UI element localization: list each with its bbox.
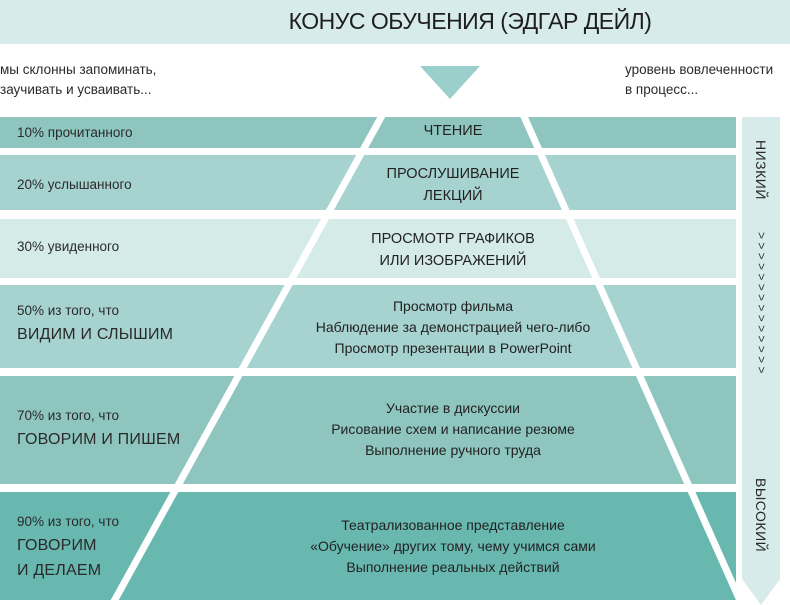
row-1-label: 10% прочитанного [17, 125, 132, 140]
activity: ИЛИ ИЗОБРАЖЕНИЙ [379, 253, 527, 269]
activity: «Обучение» других тому, чему учимся сами [310, 538, 596, 554]
row-3-percent: 30% увиденного [17, 239, 120, 254]
chevron-icons: > > > > > > > > > > > > > > [754, 232, 769, 374]
scale-chevrons: > > > > > > > > > > > > > > [742, 232, 780, 378]
row-5-label: 70% из того, что ГОВОРИМ И ПИШЕМ [17, 408, 180, 449]
row-6-emphasis: ГОВОРИМ [17, 537, 97, 554]
row-4-percent: 50% из того, что [17, 303, 120, 318]
row-5-activities: Участие в дискуссии Рисование схем и нап… [250, 398, 656, 461]
row-5-percent: 70% из того, что [17, 408, 120, 423]
activity: ЛЕКЦИЙ [423, 188, 483, 204]
row-6-emphasis-2: И ДЕЛАЕМ [17, 562, 102, 579]
activity: Наблюдение за демонстрацией чего-либо [315, 319, 591, 335]
down-triangle-icon [420, 66, 480, 99]
scale-low-text: НИЗКИЙ [753, 140, 769, 200]
retention-intro: мы склонны запоминать, заучивать и усваи… [0, 60, 156, 100]
diagram-title: КОНУС ОБУЧЕНИЯ (ЭДГАР ДЕЙЛ) [288, 8, 652, 34]
activity: Рисование схем и написание резюме [331, 421, 575, 437]
row-1-percent: 10% прочитанного [17, 125, 133, 140]
engagement-intro: уровень вовлеченности в процесс... [625, 60, 773, 100]
activity: Просмотр фильма [392, 298, 514, 314]
retention-intro-line1: мы склонны запоминать, [0, 62, 157, 77]
row-5-emphasis: ГОВОРИМ И ПИШЕМ [17, 431, 181, 448]
band-row-2 [0, 155, 736, 210]
row-2-activities: ПРОСЛУШИВАНИЕ ЛЕКЦИЙ [330, 163, 576, 207]
band-row-5 [0, 376, 736, 484]
engagement-intro-line1: уровень вовлеченности [625, 62, 774, 77]
row-3-activities: ПРОСМОТР ГРАФИКОВ ИЛИ ИЗОБРАЖЕНИЙ [310, 228, 596, 272]
activity: ПРОСЛУШИВАНИЕ [386, 166, 520, 182]
scale-high-label: ВЫСОКИЙ [742, 478, 780, 555]
activity: ПРОСМОТР ГРАФИКОВ [371, 231, 535, 247]
row-6-label: 90% из того, что ГОВОРИМ И ДЕЛАЕМ [17, 514, 119, 580]
row-2-label: 20% услышанного [17, 177, 132, 192]
engagement-intro-line2: в процесс... [625, 82, 699, 97]
activity: Выполнение реальных действий [346, 559, 560, 575]
retention-intro-line2: заучивать и усваивать... [0, 82, 152, 97]
scale-low-label: НИЗКИЙ [742, 140, 780, 203]
activity: Участие в дискуссии [386, 400, 520, 416]
band-row-4 [0, 285, 736, 368]
row-2-percent: 20% услышанного [17, 177, 132, 192]
row-4-emphasis: ВИДИМ И СЛЫШИМ [17, 326, 174, 343]
row-4-label: 50% из того, что ВИДИМ И СЛЫШИМ [17, 303, 173, 344]
row-6-activities: Театрализованное представление «Обучение… [215, 515, 691, 578]
band-row-3 [0, 219, 736, 278]
row-6-percent: 90% из того, что [17, 514, 120, 529]
row-1-activities: ЧТЕНИЕ [350, 120, 556, 142]
row-3-label: 30% увиденного [17, 239, 119, 254]
activity: Просмотр презентации в PowerPoint [334, 340, 572, 356]
activity: Театрализованное представление [341, 517, 565, 533]
engagement-scale-arrow [742, 117, 780, 605]
title-banner [0, 0, 790, 44]
activity: ЧТЕНИЕ [423, 123, 483, 139]
activity: Выполнение ручного труда [365, 442, 541, 458]
row-4-activities: Просмотр фильма Наблюдение за демонстрац… [290, 296, 616, 359]
scale-high-text: ВЫСОКИЙ [753, 478, 769, 553]
